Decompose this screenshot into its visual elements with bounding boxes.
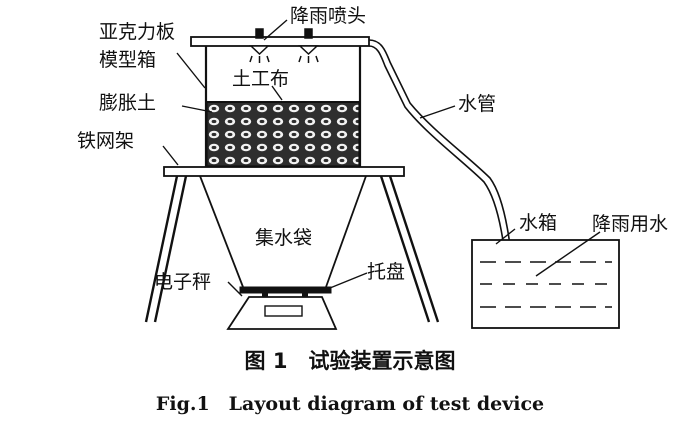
label-rain-nozzle: 降雨喷头 xyxy=(290,5,366,27)
label-water-tank: 水箱 xyxy=(519,212,557,234)
rain-nozzle-left xyxy=(249,28,270,63)
label-model-box: 模型箱 xyxy=(99,49,156,71)
label-geotextile: 土工布 xyxy=(232,68,289,90)
label-rain-water: 降雨用水 xyxy=(592,213,668,235)
label-acrylic-board: 亚克力板 xyxy=(99,21,175,43)
water-tank xyxy=(471,239,620,329)
expansive-soil-layer xyxy=(206,101,360,167)
tank-water-lines xyxy=(480,261,612,308)
figure-caption-en: Fig.1 Layout diagram of test device xyxy=(156,393,544,415)
tray-feet xyxy=(262,293,308,297)
water-collection-bag xyxy=(199,175,367,288)
label-water-pipe: 水管 xyxy=(458,93,496,115)
label-electronic-scale: 电子秤 xyxy=(154,271,211,293)
iron-mesh-frame xyxy=(163,166,405,177)
label-iron-mesh-frame: 铁网架 xyxy=(77,130,134,152)
label-expansive-soil: 膨胀土 xyxy=(99,92,156,114)
tray xyxy=(239,286,332,294)
figure-caption-cn: 图 1 试验装置示意图 xyxy=(245,349,456,373)
label-tray: 托盘 xyxy=(367,261,405,283)
label-collection-bag: 集水袋 xyxy=(255,227,312,249)
scale-display xyxy=(264,305,303,317)
acrylic-board xyxy=(190,36,370,47)
rain-nozzle-right xyxy=(298,28,319,63)
leader-lines xyxy=(162,19,601,297)
frame-legs xyxy=(144,175,440,323)
